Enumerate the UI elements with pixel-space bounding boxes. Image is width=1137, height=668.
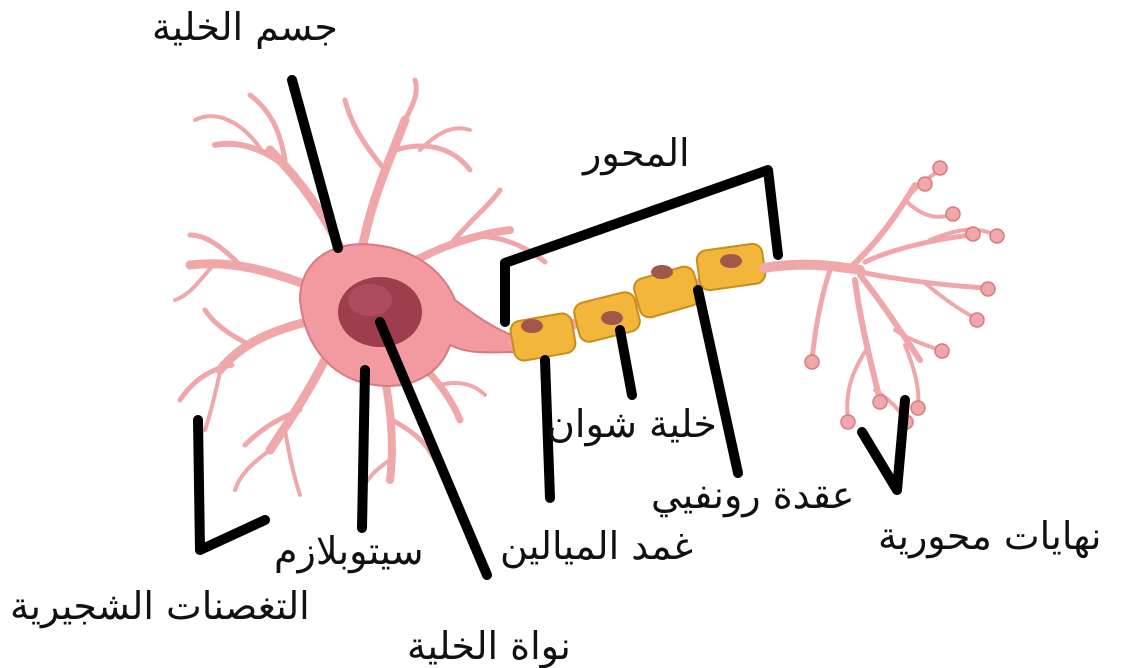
terminal-knob [911, 401, 925, 415]
label-cell-body: جسم الخلية [152, 8, 338, 46]
pointer-axon-terminals [862, 400, 905, 490]
axon-terminal-branches [764, 170, 995, 420]
label-myelin-sheath: غمد الميالين [500, 527, 693, 565]
terminal-knob [966, 227, 980, 241]
terminal-knob [990, 229, 1004, 243]
label-axon-terminals: نهايات محورية [878, 517, 1102, 555]
schwann-nucleus [521, 319, 543, 333]
schwann-nucleus [651, 265, 673, 279]
label-schwann-cell: خلية شوان [547, 405, 717, 443]
terminal-knob [805, 355, 819, 369]
label-node-of-ranvier: عقدة رونفيي [651, 476, 854, 514]
pointer-schwann [620, 330, 632, 395]
terminal-knob [970, 313, 984, 327]
terminal-knob [981, 282, 995, 296]
terminal-knob [946, 207, 960, 221]
terminal-knob [841, 415, 855, 429]
label-dendrites: التغصنات الشجيرية [10, 587, 310, 625]
pointer-cytoplasm [362, 370, 365, 528]
label-cytoplasm: سيتوبلازم [274, 532, 424, 570]
pointer-cell-body [292, 80, 338, 248]
terminal-knob [933, 161, 947, 175]
schwann-nucleus [601, 311, 623, 325]
nucleus-highlight [348, 284, 392, 316]
label-axon: المحور [583, 134, 690, 172]
label-nucleus: نواة الخلية [407, 627, 571, 665]
schwann-nucleus [720, 254, 742, 268]
terminal-knob [918, 177, 932, 191]
myelin-segment [509, 312, 577, 362]
terminal-knob [935, 344, 949, 358]
terminal-knob [873, 395, 887, 409]
pointer-dendrites [198, 420, 265, 550]
